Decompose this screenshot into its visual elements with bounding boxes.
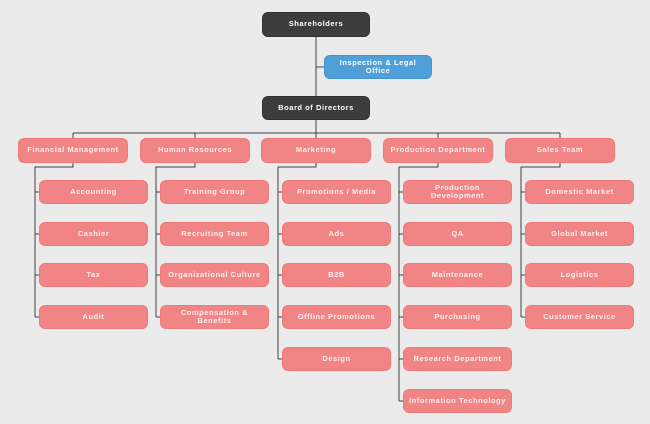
- org-node-marketing: Marketing: [261, 138, 371, 163]
- org-node-domestic-market: Domestic Market: [525, 180, 634, 204]
- org-node-recruiting-team: Recruiting Team: [160, 222, 269, 246]
- org-node-information-technology: Information Technology: [403, 389, 512, 413]
- org-node-ads: Ads: [282, 222, 391, 246]
- org-node-production-department: Production Department: [383, 138, 493, 163]
- org-node-board-of-directors: Board of Directors: [262, 96, 370, 120]
- org-node-financial-management: Financial Management: [18, 138, 128, 163]
- org-node-inspection-legal-office: Inspection & Legal Office: [324, 55, 432, 79]
- org-node-tax: Tax: [39, 263, 148, 287]
- org-node-sales-team: Sales Team: [505, 138, 615, 163]
- org-node-accounting: Accounting: [39, 180, 148, 204]
- org-node-cashier: Cashier: [39, 222, 148, 246]
- org-node-customer-service: Customer Service: [525, 305, 634, 329]
- org-node-b2b: B2B: [282, 263, 391, 287]
- org-node-training-group: Training Group: [160, 180, 269, 204]
- org-node-research-department: Research Department: [403, 347, 512, 371]
- org-node-global-market: Global Market: [525, 222, 634, 246]
- org-node-design: Design: [282, 347, 391, 371]
- org-node-offline-promotions: Offline Promotions: [282, 305, 391, 329]
- org-node-qa: QA: [403, 222, 512, 246]
- org-node-logistics: Logistics: [525, 263, 634, 287]
- org-node-purchasing: Purchasing: [403, 305, 512, 329]
- org-node-human-resources: Human Resources: [140, 138, 250, 163]
- org-node-production-development: Production Development: [403, 180, 512, 204]
- org-node-organizational-culture: Organizational Culture: [160, 263, 269, 287]
- org-node-shareholders: Shareholders: [262, 12, 370, 37]
- org-node-promotions-media: Promotions / Media: [282, 180, 391, 204]
- org-node-compensation-benefits: Compensation & Benefits: [160, 305, 269, 329]
- org-node-maintenance: Maintenance: [403, 263, 512, 287]
- org-node-audit: Audit: [39, 305, 148, 329]
